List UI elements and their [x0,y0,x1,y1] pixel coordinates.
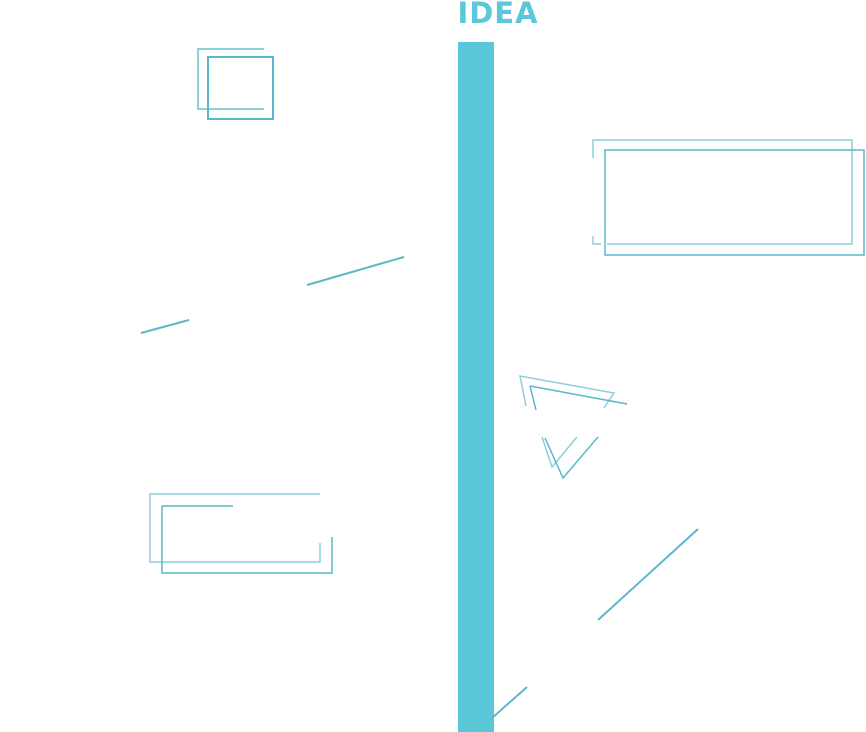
triangle-front [529,385,628,405]
small-square-outline [197,48,274,120]
triangle-back-lower [541,436,578,469]
square-back [197,48,264,110]
central-timeline-bar [458,42,494,732]
lower-rect-back [149,493,321,563]
diagram-title: IDEA [457,0,539,30]
triangle-front-left [529,385,537,411]
triangle-outline [519,375,628,480]
rect-front [604,149,865,256]
square-front [207,56,274,120]
large-rectangle-outline [592,139,865,256]
rect-back [592,139,853,245]
rect-back-stub [592,236,601,245]
diagonal-dash-line [140,256,405,334]
lower-diagonal-line [491,528,699,719]
lower-rectangle-outline [149,493,333,574]
lower-rect-front [161,505,333,574]
triangle-front-lower [544,436,599,480]
